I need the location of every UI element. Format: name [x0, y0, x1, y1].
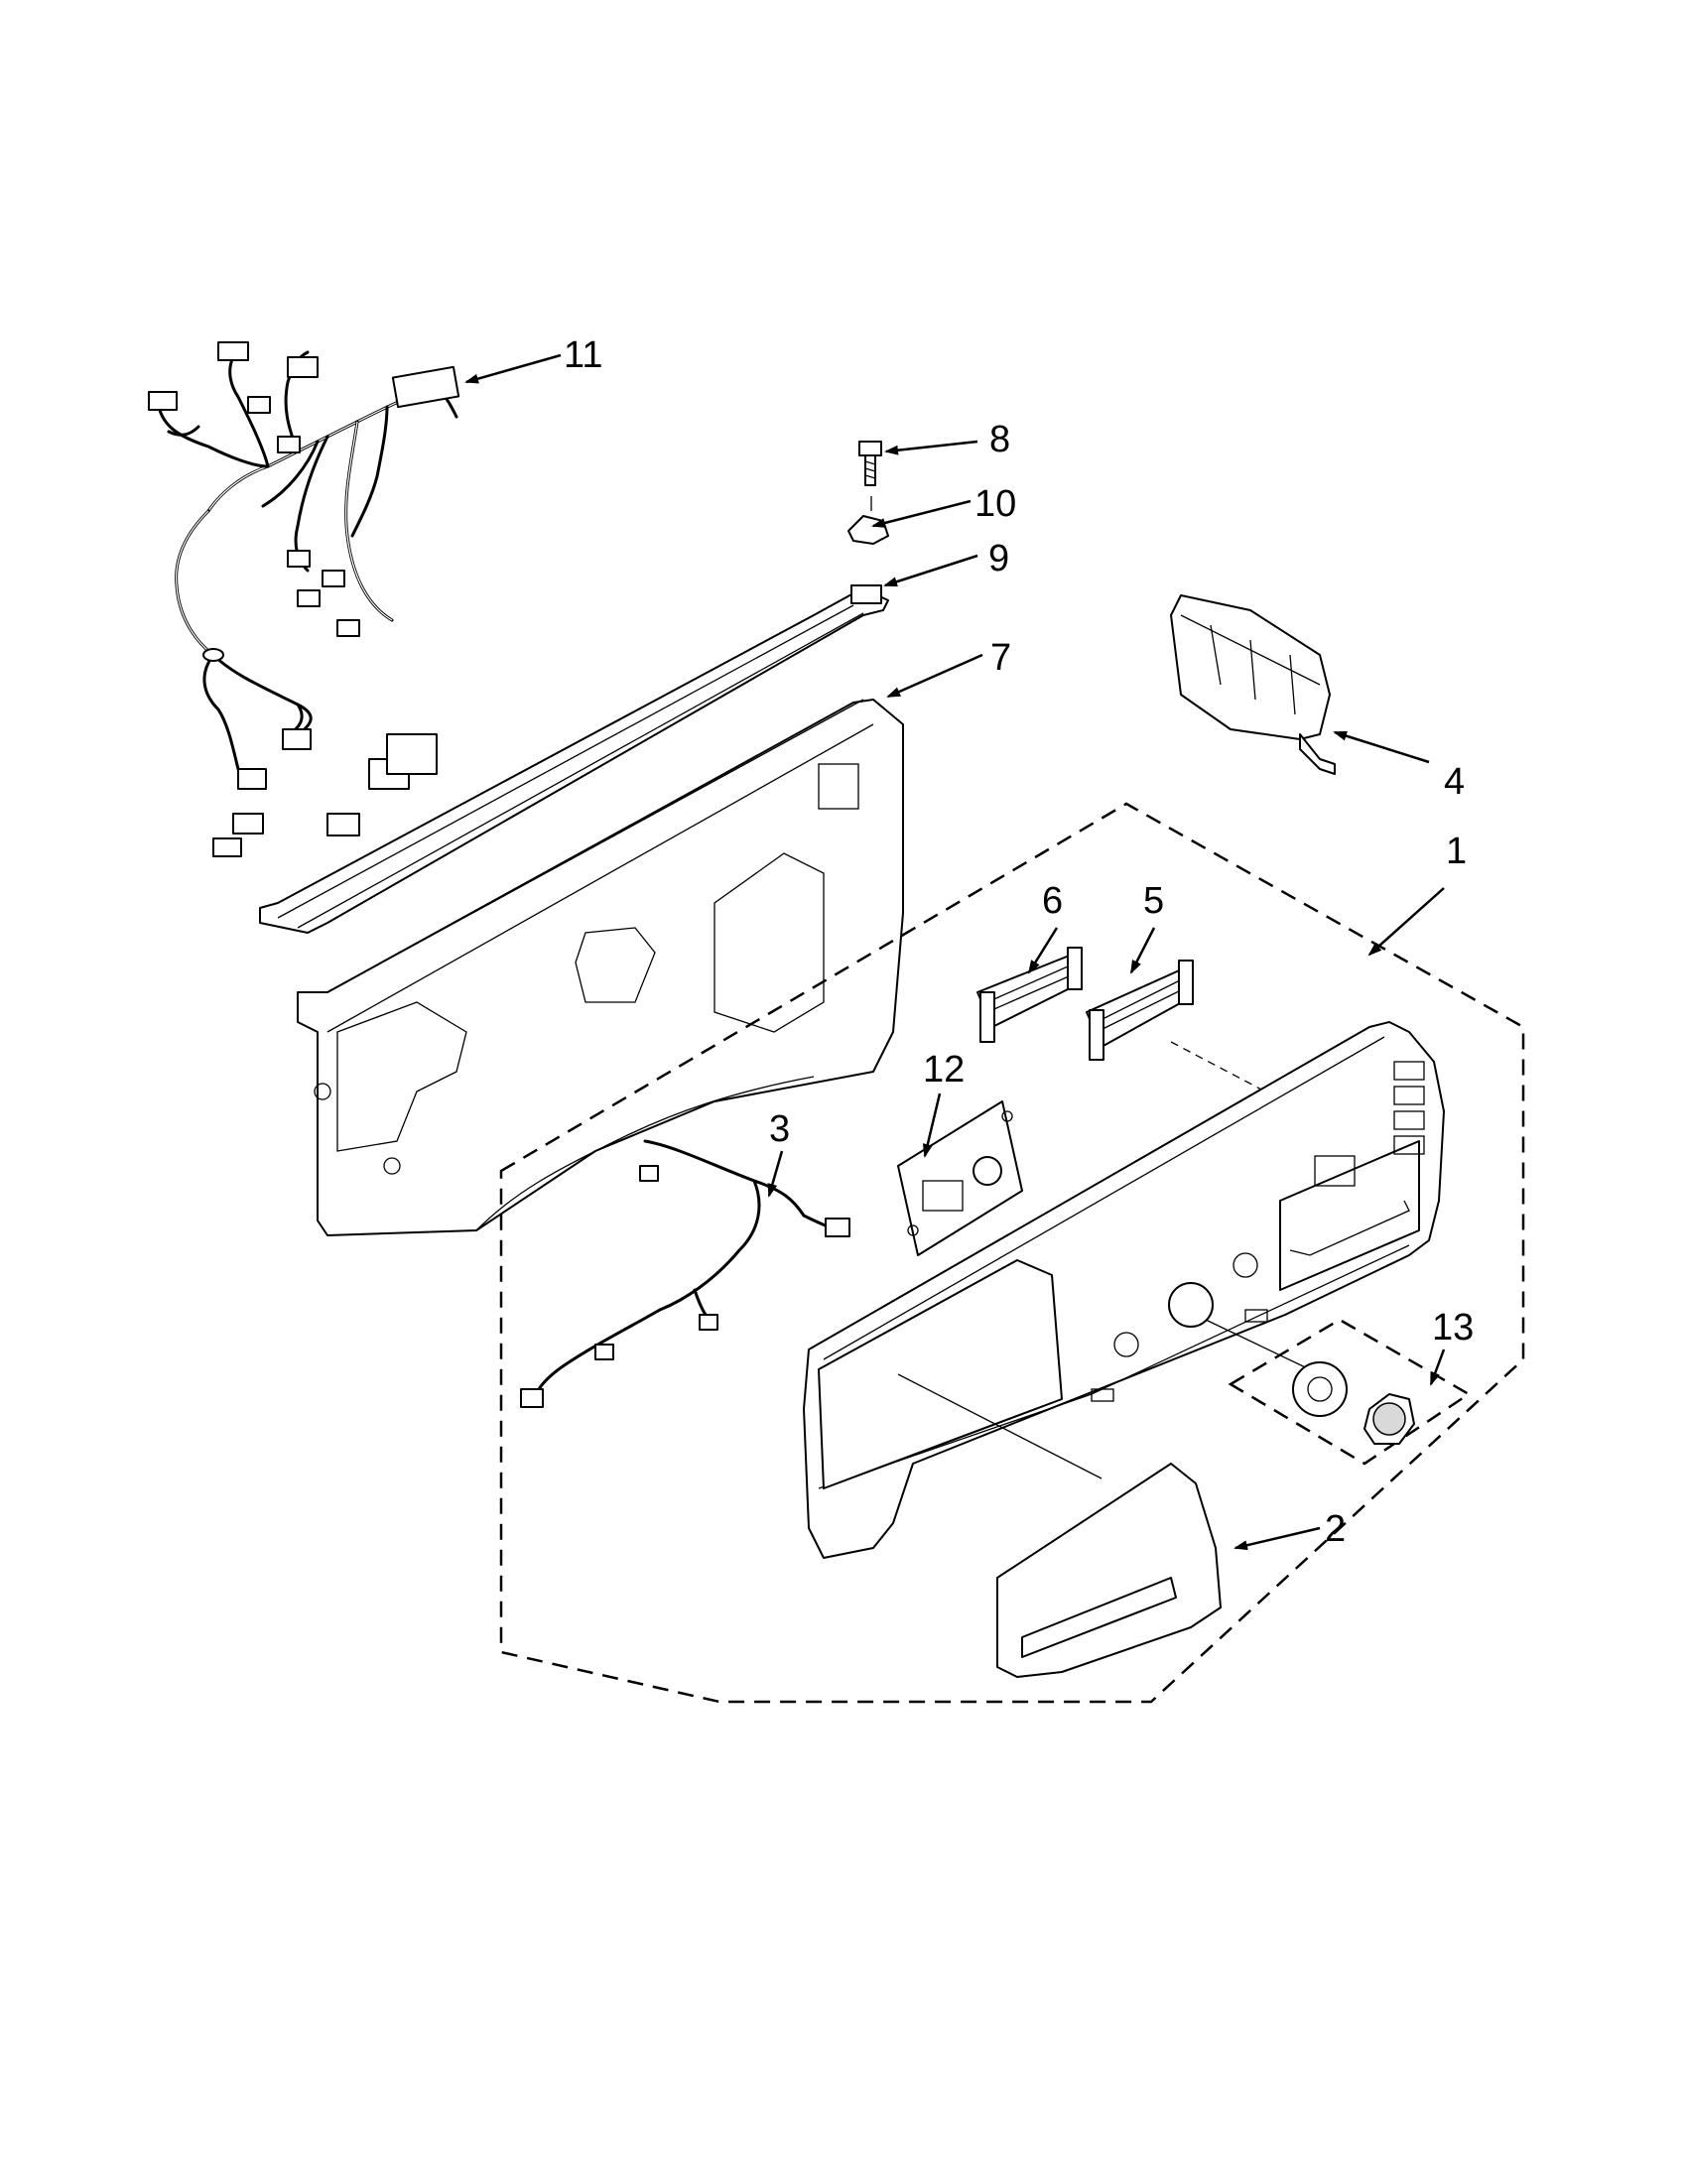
- screw-part-8: [858, 441, 882, 486]
- ribbon-cable-part-5: [1086, 960, 1266, 1092]
- control-module-part-4: [1170, 594, 1336, 775]
- callout-6: 6: [1042, 880, 1063, 922]
- callout-2: 2: [1325, 1508, 1346, 1550]
- callout-10: 10: [974, 483, 1016, 525]
- control-board-part-12: [897, 1100, 1023, 1256]
- callout-7: 7: [990, 637, 1011, 679]
- callout-12: 12: [923, 1049, 965, 1091]
- callout-4: 4: [1444, 761, 1465, 803]
- dispenser-handle-part-2: [996, 1463, 1222, 1678]
- callout-5: 5: [1143, 880, 1164, 922]
- callout-labels: 11 8 10 9 7 4 1 6 5 12 3 13 2: [564, 334, 1474, 1550]
- callout-13: 13: [1432, 1307, 1474, 1349]
- ribbon-cable-part-6: [976, 947, 1083, 1043]
- leader-lines: [464, 353, 1446, 1551]
- clip-part-10: [847, 496, 889, 545]
- console-front-panel: [803, 1021, 1445, 1559]
- callout-3: 3: [769, 1108, 790, 1150]
- knob-assembly-part-13: [1228, 1318, 1472, 1466]
- callout-11: 11: [564, 334, 602, 376]
- wire-harness-part-11: [148, 341, 460, 857]
- rail-bracket-part-9: [259, 584, 889, 934]
- wire-harness-part-3: [520, 1139, 850, 1408]
- callout-9: 9: [988, 538, 1009, 579]
- callout-1: 1: [1446, 831, 1467, 872]
- assembly-boundary-part-1: [499, 802, 1525, 1704]
- callout-8: 8: [989, 419, 1010, 460]
- console-back-panel-part-7: [297, 699, 904, 1236]
